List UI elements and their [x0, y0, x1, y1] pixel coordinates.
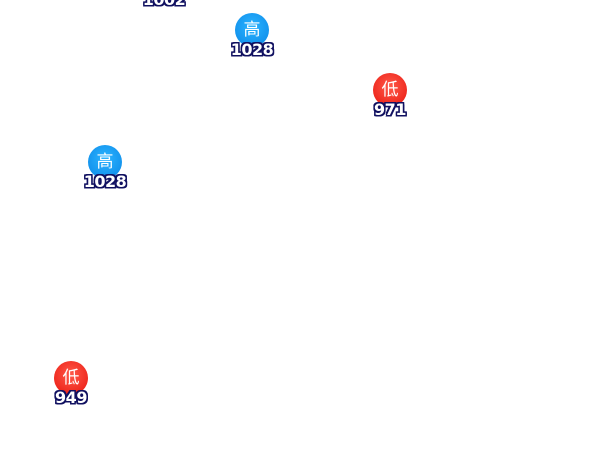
pressure-marker-high[interactable]: 高 1028	[75, 145, 135, 205]
pressure-marker-high[interactable]: 高 1029	[283, 0, 343, 11]
pressure-marker-low[interactable]: 低 949	[41, 361, 101, 421]
pressure-value: 1028	[230, 40, 274, 59]
pressure-marker-high[interactable]: 高 1028	[222, 13, 282, 73]
pressure-value: 949	[55, 388, 87, 407]
pressure-value: 971	[374, 100, 406, 119]
pressure-marker-low[interactable]: 低 971	[360, 73, 420, 133]
high-pressure-icon: 高	[235, 13, 269, 47]
pressure-value: 1028	[83, 172, 127, 191]
low-pressure-icon: 低	[373, 73, 407, 107]
high-pressure-icon: 高	[88, 145, 122, 179]
pressure-value: 1002	[134, 0, 194, 9]
low-pressure-icon: 低	[54, 361, 88, 395]
pressure-marker-low[interactable]: 低 1002	[134, 0, 194, 23]
